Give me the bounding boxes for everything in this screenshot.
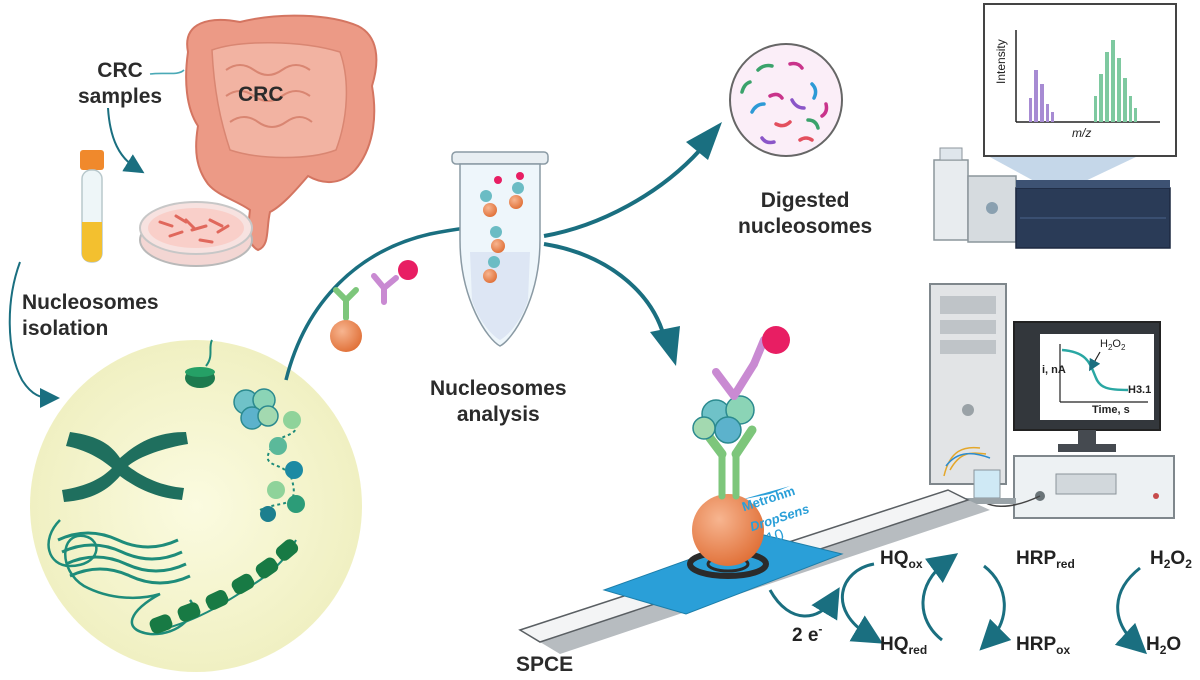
label-electrons: 2 e-: [792, 622, 823, 646]
colon-illustration: [185, 14, 378, 252]
arrow-to-nucleus: [8, 261, 60, 408]
arrow-to-ms-head: [686, 122, 722, 160]
label-digested-nucleosomes: Digested nucleosomes: [738, 189, 873, 238]
label-hq-red: HQred: [880, 634, 928, 657]
antibody-hrp: [371, 260, 418, 305]
arrow-to-ms-curve: [543, 148, 702, 238]
label-crc-samples: CRC samples: [78, 59, 163, 108]
eppendorf-tube: [451, 151, 549, 347]
label-h2o: H2O: [1146, 634, 1182, 657]
ms-ylabel: Intensity: [994, 39, 1008, 84]
label-hq-ox: HQox: [880, 548, 923, 571]
connector-line: [149, 69, 185, 75]
immunosandwich: [692, 326, 790, 566]
digested-nucleosomes-circle: [729, 43, 843, 157]
potentiostat: [975, 455, 1175, 519]
label-hrp-ox: HRPox: [1016, 634, 1071, 657]
blood-tube: [80, 150, 104, 263]
label-spce: SPCE: [516, 653, 574, 676]
nucleus-illustration: [30, 339, 362, 672]
label-h2o2: H2O2: [1150, 548, 1192, 571]
label-hrp-red: HRPred: [1016, 548, 1075, 571]
antibody-bead: [330, 287, 362, 352]
label-crc: CRC: [238, 83, 284, 106]
computer-monitor: [1013, 321, 1161, 452]
lcms-instrument: [933, 147, 1171, 249]
ms-xlabel: m/z: [1072, 126, 1092, 140]
ampero-trace-label: H3.1: [1128, 384, 1152, 396]
label-nucleosomes-analysis: Nucleosomes analysis: [430, 377, 567, 426]
ampero-xlabel: Time, s: [1092, 404, 1130, 416]
mass-spectrum-panel: [983, 3, 1177, 194]
label-nucleosomes-isolation: Nucleosomes isolation: [22, 291, 159, 340]
petri-dish: [139, 201, 253, 267]
computer-tower: [929, 283, 1007, 485]
ampero-ylabel: i, nA: [1042, 364, 1066, 376]
arrow-to-electrode-head: [650, 326, 680, 366]
reaction-arrows: [768, 553, 1148, 655]
arrow-to-electrode-curve: [543, 242, 664, 331]
ampero-h2o2-annotation: H2O2: [1100, 338, 1126, 353]
electrochemical-cell: [943, 446, 1016, 504]
arrow-to-petri: [107, 107, 145, 174]
